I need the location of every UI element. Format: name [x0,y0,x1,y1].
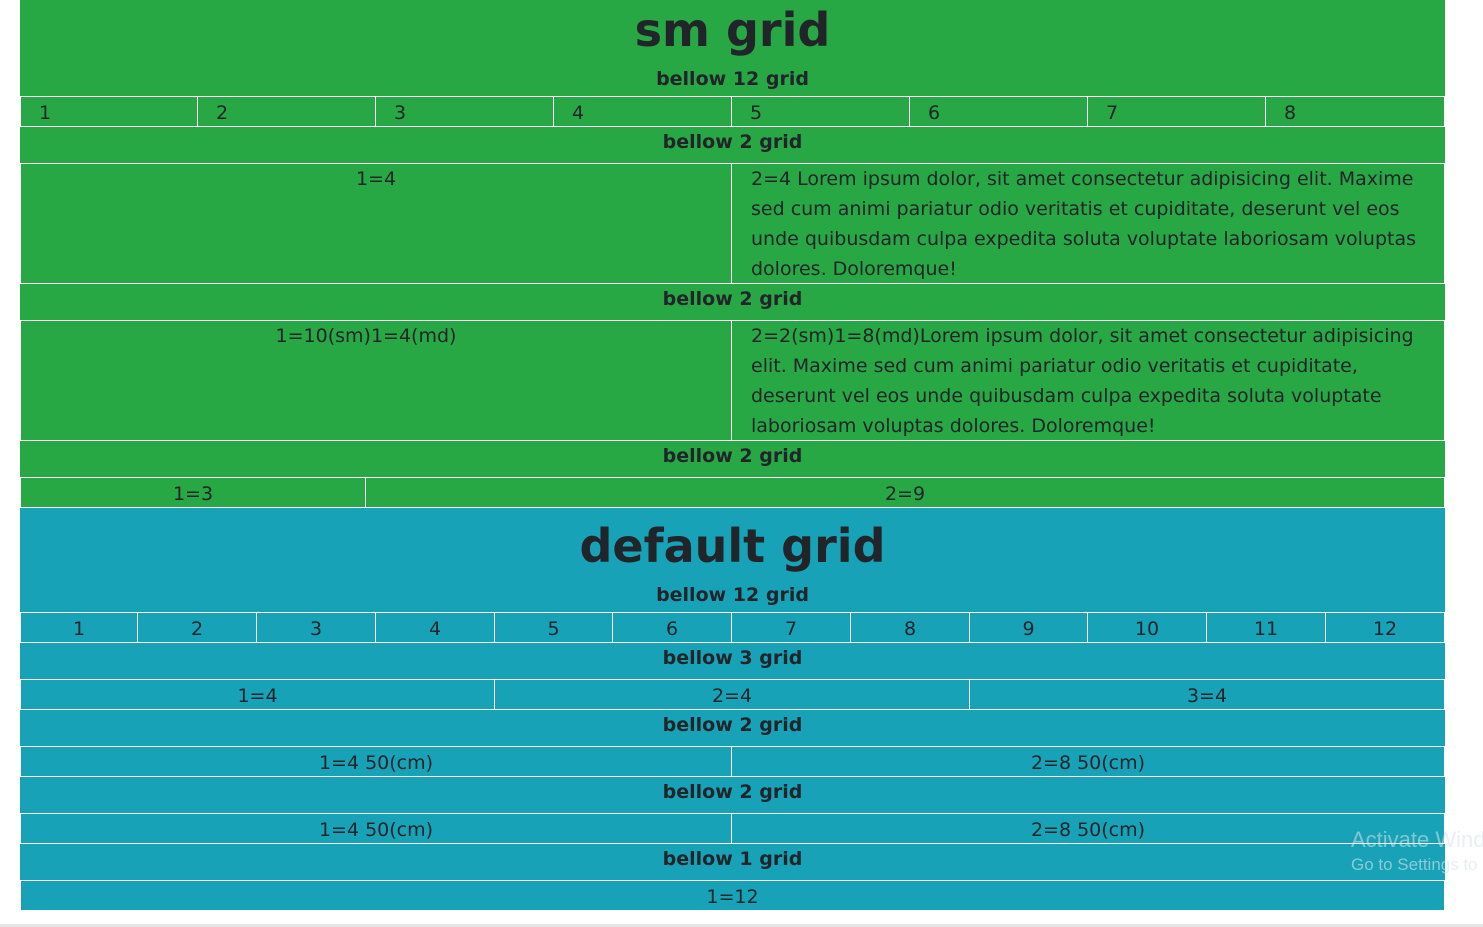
sm-grid-section: sm grid bellow 12 grid 1 2 3 4 5 6 7 8 b… [20,0,1445,508]
sm-heading-2-grid: bellow 2 grid [662,288,803,310]
grid-cell: 7 [732,612,851,643]
grid-cell: 4 [554,96,732,127]
grid-cell: 2 [198,96,376,127]
grid-cell: 1=12 [20,880,1445,911]
grid-cell: 10 [1088,612,1207,643]
page-container: sm grid bellow 12 grid 1 2 3 4 5 6 7 8 b… [20,0,1445,911]
grid-cell: 6 [613,612,732,643]
default-heading-1-grid: bellow 1 grid [662,848,803,870]
grid-cell: 1=4 50(cm) [20,813,732,844]
grid-cell: 2=8 50(cm) [732,813,1445,844]
watermark-title: Activate Windows [1351,827,1483,852]
grid-cell: 2=8 50(cm) [732,746,1445,777]
grid-cell: 1=4 50(cm) [20,746,732,777]
sm-grid-title: sm grid [634,3,831,57]
sm-row-2b: 1=10(sm)1=4(md) 2=2(sm)1=8(md)Lorem ipsu… [20,320,1445,441]
grid-cell: 11 [1207,612,1326,643]
default-row-1: 1=12 [20,880,1445,911]
grid-cell: 1=10(sm)1=4(md) [20,320,732,441]
grid-cell: 2=9 [366,477,1445,508]
page-bottom-divider [0,924,1483,927]
grid-cell: 2 [138,612,257,643]
grid-cell-text: 2=4 Lorem ipsum dolor, sit amet consecte… [732,163,1445,284]
default-row-2a: 1=4 50(cm) 2=8 50(cm) [20,746,1445,777]
default-heading-2-grid: bellow 2 grid [662,714,803,736]
default-grid-title: default grid [579,519,886,573]
grid-cell: 7 [1088,96,1266,127]
grid-cell: 1 [20,612,138,643]
grid-cell: 1=3 [20,477,366,508]
grid-cell: 5 [495,612,613,643]
sm-twelve-row: 1 2 3 4 5 6 7 8 [20,96,1445,127]
grid-cell: 3=4 [970,679,1445,710]
grid-cell: 4 [376,612,495,643]
default-row-3: 1=4 2=4 3=4 [20,679,1445,710]
grid-cell: 3 [376,96,554,127]
grid-cell: 2=4 [495,679,970,710]
sm-row-2c: 1=3 2=9 [20,477,1445,508]
sm-grid-subtitle: bellow 12 grid [656,68,809,90]
activate-windows-watermark: Activate Windows Go to Settings to activ… [1351,826,1483,876]
grid-cell: 8 [851,612,970,643]
grid-cell: 9 [970,612,1088,643]
grid-cell-text: 2=2(sm)1=8(md)Lorem ipsum dolor, sit ame… [732,320,1445,441]
default-row-2b: 1=4 50(cm) 2=8 50(cm) [20,813,1445,844]
grid-cell: 12 [1326,612,1445,643]
grid-cell: 1 [20,96,198,127]
default-twelve-row: 1 2 3 4 5 6 7 8 9 10 11 12 [20,612,1445,643]
grid-cell: 5 [732,96,910,127]
default-heading-3-grid: bellow 3 grid [662,647,803,669]
grid-cell: 1=4 [20,163,732,284]
sm-row-2a: 1=4 2=4 Lorem ipsum dolor, sit amet cons… [20,163,1445,284]
default-grid-subtitle: bellow 12 grid [656,584,809,606]
watermark-subtitle: Go to Settings to activate Windows. [1351,855,1483,874]
sm-heading-2-grid: bellow 2 grid [662,131,803,153]
default-heading-2-grid: bellow 2 grid [662,781,803,803]
grid-cell: 3 [257,612,376,643]
grid-cell: 8 [1266,96,1445,127]
grid-cell: 6 [910,96,1088,127]
grid-cell: 1=4 [20,679,495,710]
default-grid-section: default grid bellow 12 grid 1 2 3 4 5 6 … [20,508,1445,911]
sm-heading-2-grid: bellow 2 grid [662,445,803,467]
